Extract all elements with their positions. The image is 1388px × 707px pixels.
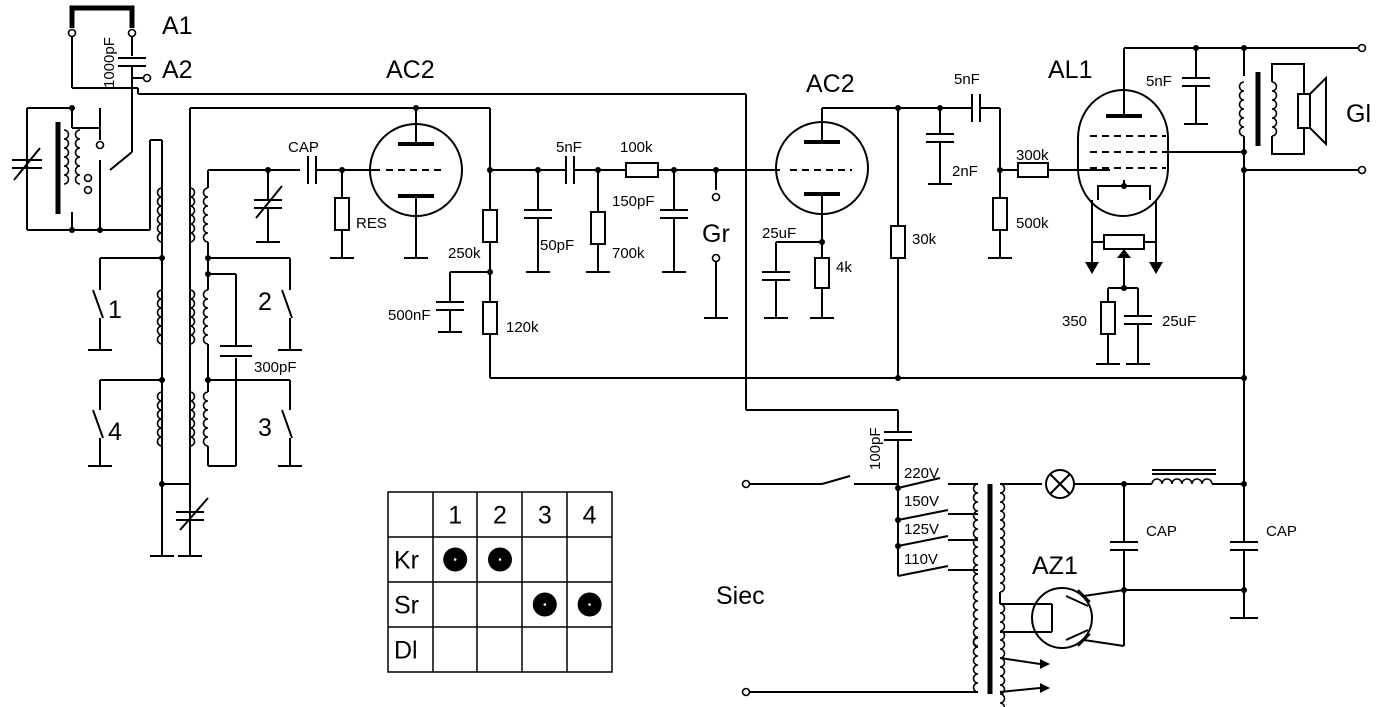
r700k-label: 700k — [612, 245, 645, 262]
al1-output-stage: AL1 5nF 350 25uF Gl — [1048, 43, 1371, 381]
ac2-input-label: AC2 — [386, 56, 435, 84]
v110-label: 110V — [904, 551, 938, 568]
cap-filter2-label: CAP — [1266, 523, 1297, 540]
ac2-driver-stage: AC2 25uF 4k 30k 2nF 5nF 300k 500k — [762, 70, 1110, 381]
c100pf-label: 100pF — [867, 427, 884, 470]
band-coils: 300pF 1 4 2 3 — [88, 107, 490, 557]
c5nf-c-label: 5nF — [1146, 73, 1172, 90]
res-grid-label: RES — [356, 215, 387, 232]
v125-label: 125V — [904, 521, 939, 538]
al1-label: AL1 — [1048, 56, 1092, 84]
cap-filter1-label: CAP — [1146, 523, 1177, 540]
c150pf-label: 150pF — [612, 193, 655, 210]
band-column-1: 1 — [448, 502, 462, 530]
r250k-label: 250k — [448, 245, 481, 262]
switch-2-label: 2 — [258, 288, 272, 316]
r30k-label: 30k — [912, 231, 937, 248]
switch-3-label: 3 — [258, 414, 272, 442]
band-mark-center — [543, 603, 547, 606]
interstage-network: 5nF 50pF 700k 100k 150pF Gr — [490, 139, 780, 319]
c300pf-label: 300pF — [254, 359, 297, 376]
power-supply: 100pF Siec 220V 150V 125V 110V — [716, 94, 1297, 707]
r100k-label: 100k — [620, 139, 653, 156]
band-column-4: 4 — [583, 502, 597, 530]
band-mark-center — [498, 558, 502, 561]
band-column-3: 3 — [538, 502, 552, 530]
band-column-2: 2 — [493, 502, 507, 530]
v220-label: 220V — [904, 465, 939, 482]
c2nf-label: 2nF — [952, 163, 978, 180]
r300k-label: 300k — [1016, 147, 1049, 164]
coupling-cap-label: 1000pF — [101, 37, 118, 88]
c500nf-label: 500nF — [388, 307, 431, 324]
siec-label: Siec — [716, 582, 765, 610]
ac2-input-stage: CAP RES AC2 250k 500nF 120k — [208, 56, 1244, 379]
band-row-label: Sr — [394, 592, 419, 620]
switch-1-label: 1 — [108, 296, 122, 324]
r120k-label: 120k — [506, 319, 539, 336]
r500k-label: 500k — [1016, 215, 1049, 232]
c50pf-label: 50pF — [540, 237, 574, 254]
gl-label: Gl — [1346, 100, 1371, 128]
a1-label: A1 — [162, 12, 193, 40]
c5nf-b-label: 5nF — [954, 71, 980, 88]
band-mark-center — [453, 558, 457, 561]
c5nf-a-label: 5nF — [556, 139, 582, 156]
switch-4-label: 4 — [108, 418, 122, 446]
c25uf-a-label: 25uF — [762, 225, 796, 242]
a2-label: A2 — [162, 56, 193, 84]
band-mark-center — [588, 603, 591, 606]
c25uf-b-label: 25uF — [1162, 313, 1196, 330]
gr-label: Gr — [702, 220, 730, 248]
band-row-label: Kr — [394, 547, 419, 575]
antenna-section: A1 A2 1000pF — [12, 5, 746, 556]
v150-label: 150V — [904, 493, 939, 510]
r4k-label: 4k — [836, 259, 852, 276]
r350-label: 350 — [1062, 313, 1087, 330]
cap-grid-label: CAP — [288, 139, 319, 156]
az1-label: AZ1 — [1032, 552, 1078, 580]
ac2-driver-label: AC2 — [806, 70, 855, 98]
band-row-label: Dl — [394, 637, 418, 665]
